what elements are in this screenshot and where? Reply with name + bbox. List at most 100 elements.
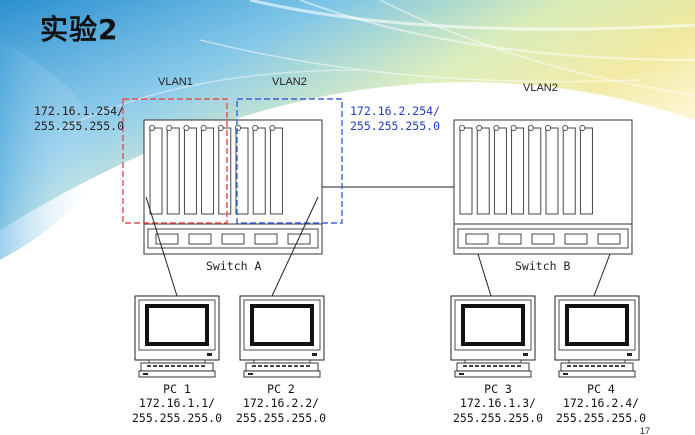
switch-a-slot-led — [183, 125, 190, 132]
switch-a-slot — [252, 127, 266, 215]
pc-base-led — [143, 373, 148, 375]
switch-b-slot-led — [458, 125, 465, 132]
monitor-stand — [253, 359, 311, 364]
vlan2-label-a: VLAN2 — [272, 76, 307, 88]
keyboard-key — [183, 365, 187, 367]
pc-base-led — [563, 373, 568, 375]
switch-b-port — [597, 233, 621, 245]
switch-a-slot — [183, 127, 197, 215]
switch-b-slot — [476, 127, 490, 215]
switch-b-slots — [458, 125, 593, 215]
pc1-mask: 255.255.255.0 — [131, 411, 222, 425]
keyboard-key — [288, 365, 292, 367]
keyboard-key — [469, 365, 473, 367]
power-led — [627, 353, 632, 356]
keyboard-key — [306, 365, 310, 367]
switch-a-slots — [148, 125, 283, 215]
keyboard-key — [475, 365, 479, 367]
vlan2-box — [236, 98, 343, 224]
pc2-name: PC 2 — [267, 382, 295, 396]
pc-base — [243, 370, 321, 378]
keyboard-key — [171, 365, 175, 367]
pc1-computer — [134, 295, 220, 378]
pc-base-led — [248, 373, 253, 375]
switch-b-slot-led — [493, 125, 500, 132]
keyboard-key — [282, 365, 286, 367]
page-number: 17 — [640, 426, 651, 435]
keyboard-key — [591, 365, 595, 367]
keyboard-key — [615, 365, 619, 367]
vlan1-label: VLAN1 — [158, 76, 193, 88]
switch-b-slot-led — [527, 125, 534, 132]
keyboard-key — [481, 365, 485, 367]
pc2-computer — [239, 295, 325, 378]
monitor-screen — [250, 304, 314, 346]
vlan2-label-b: VLAN2 — [523, 82, 558, 94]
keyboard-key — [511, 365, 515, 367]
monitor-screen — [565, 304, 629, 346]
switch-b-slot-led — [476, 125, 483, 132]
switch-a-port — [155, 233, 179, 245]
switch-b-slot-led — [562, 125, 569, 132]
keyboard-key — [579, 365, 583, 367]
pc-base-led — [459, 373, 464, 375]
vlan1-gateway-mask: 255.255.255.0 — [34, 119, 125, 133]
keyboard-key — [276, 365, 280, 367]
pc3-name: PC 3 — [484, 382, 512, 396]
vlan2-gateway-ip: 172.16.2.254/ — [350, 104, 441, 118]
keyboard-key — [487, 365, 491, 367]
pc2-mask: 255.255.255.0 — [235, 411, 326, 425]
pc-base — [454, 370, 532, 378]
keyboard-key — [463, 365, 467, 367]
switch-b-port — [498, 233, 522, 245]
switch-a-slot — [235, 127, 249, 215]
switch-a-slot — [201, 127, 215, 215]
keyboard-key — [603, 365, 607, 367]
pc4-computer — [554, 295, 640, 378]
keyboard-key — [153, 365, 157, 367]
pc1-name: PC 1 — [163, 382, 191, 396]
pc3-mask: 255.255.255.0 — [452, 411, 543, 425]
switch-a-slot-led — [234, 125, 241, 132]
switch-b-slot — [562, 127, 576, 215]
switch-a-slot — [166, 127, 180, 215]
keyboard-key — [177, 365, 181, 367]
keyboard-key — [609, 365, 613, 367]
keyboard-key — [264, 365, 268, 367]
cable-pc3 — [477, 253, 492, 297]
keyboard-key — [300, 365, 304, 367]
switch-b-slot — [493, 127, 507, 215]
switch-b-port — [531, 233, 555, 245]
keyboard-key — [201, 365, 205, 367]
keyboard-key — [189, 365, 193, 367]
keyboard-key — [159, 365, 163, 367]
switch-a-slot-led — [252, 125, 259, 132]
pc3-computer — [450, 295, 536, 378]
switch-a-slot-led — [217, 125, 224, 132]
keyboard-key — [252, 365, 256, 367]
switch-b-port — [564, 233, 588, 245]
keyboard-key — [567, 365, 571, 367]
pc2-ip: 172.16.2.2/ — [242, 396, 320, 410]
keyboard-key — [585, 365, 589, 367]
keyboard-key — [597, 365, 601, 367]
switch-a-label: Switch A — [206, 259, 262, 273]
switch-a — [143, 119, 323, 255]
vlan2-gateway-mask: 255.255.255.0 — [350, 119, 441, 133]
keyboard-key — [147, 365, 151, 367]
switch-b-slot-led — [545, 125, 552, 132]
switch-b-slot-led — [579, 125, 586, 132]
switch-a-slot-led — [269, 125, 276, 132]
switch-a-port — [254, 233, 278, 245]
switch-a-port — [221, 233, 245, 245]
pc4-mask: 255.255.255.0 — [555, 411, 646, 425]
switch-b — [453, 119, 633, 255]
keyboard-key — [270, 365, 274, 367]
switch-b-slot — [545, 127, 559, 215]
switch-b-port — [465, 233, 489, 245]
keyboard-key — [258, 365, 262, 367]
switch-a-port — [188, 233, 212, 245]
keyboard-key — [621, 365, 625, 367]
vlan1-box — [122, 98, 228, 224]
keyboard-key — [517, 365, 521, 367]
